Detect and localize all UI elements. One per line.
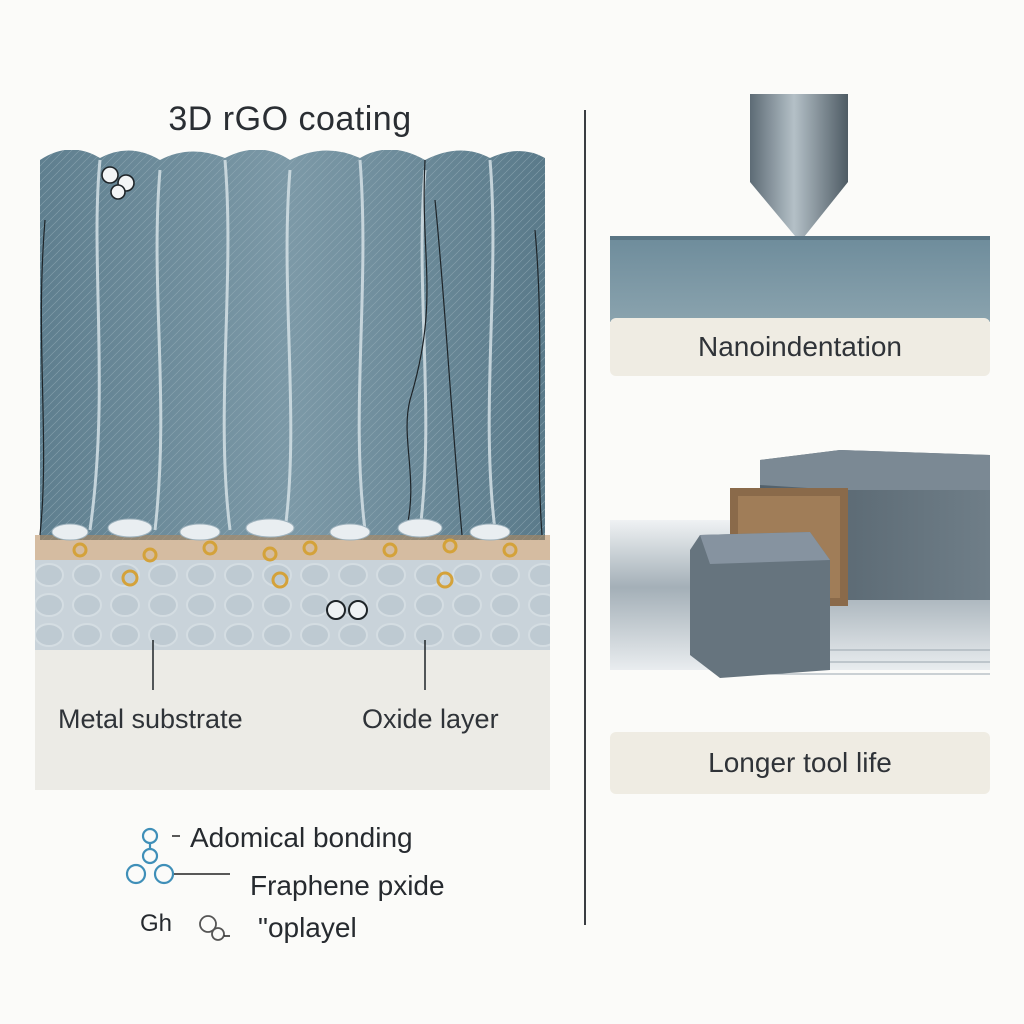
molecule-icon: [101, 166, 135, 200]
legend-prefix: Gh: [140, 910, 173, 937]
caption-nanoindentation: Nanoindentation: [610, 318, 990, 376]
coating-title: 3D rGO coating: [168, 100, 412, 138]
legend-molecule-icon: [125, 827, 230, 941]
caption-tool-life: Longer tool life: [610, 732, 990, 794]
legend-graphene-oxide: Fraphene pxide: [250, 870, 445, 901]
label-oxide-layer: Oxide layer: [362, 704, 499, 734]
oxide-interface: [35, 535, 550, 560]
nanoindenter-illustration: [750, 94, 848, 242]
legend-layer: "oplayel: [258, 912, 357, 943]
legend-bonding: Adomical bonding: [190, 822, 413, 853]
label-metal-substrate: Metal substrate: [58, 704, 243, 734]
panel-divider: [584, 110, 586, 925]
coating-cross-section: [35, 149, 550, 790]
cutting-tool-illustration: [610, 450, 990, 678]
indented-coating-sample: [610, 236, 990, 322]
